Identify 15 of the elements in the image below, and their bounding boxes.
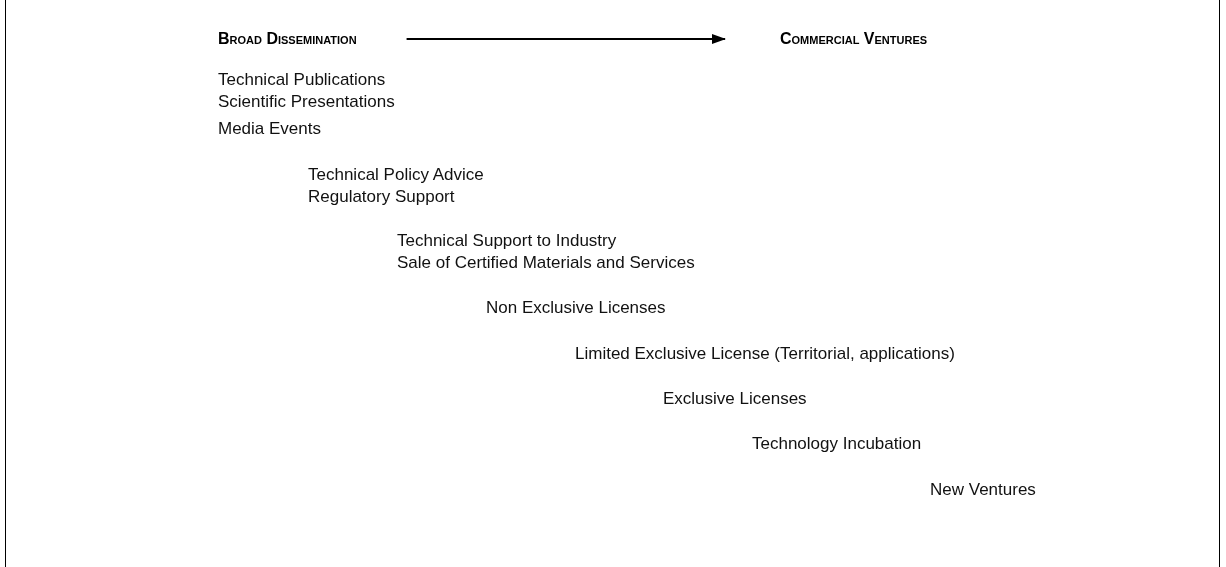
item-label: Limited Exclusive License (Territorial, applications) — [575, 344, 955, 364]
item-label: Scientific Presentations — [218, 92, 395, 112]
item-label: New Ventures — [930, 480, 1036, 500]
item-label: Technical Publications — [218, 70, 386, 90]
item-label: Technical Support to Industry — [397, 231, 617, 251]
item-label: Regulatory Support — [308, 187, 455, 207]
item-label: Sale of Certified Materials and Services — [397, 253, 695, 273]
item-label: Media Events — [218, 119, 321, 139]
arrow — [405, 34, 726, 44]
heading-text: Broad Dissemination — [218, 30, 357, 48]
item-label: Non Exclusive Licenses — [486, 298, 666, 318]
heading-text: Commercial Ventures — [780, 30, 928, 48]
item-label: Technology Incubation — [752, 434, 922, 454]
item-label: Exclusive Licenses — [663, 389, 807, 409]
item-label: Technical Policy Advice — [308, 165, 484, 185]
